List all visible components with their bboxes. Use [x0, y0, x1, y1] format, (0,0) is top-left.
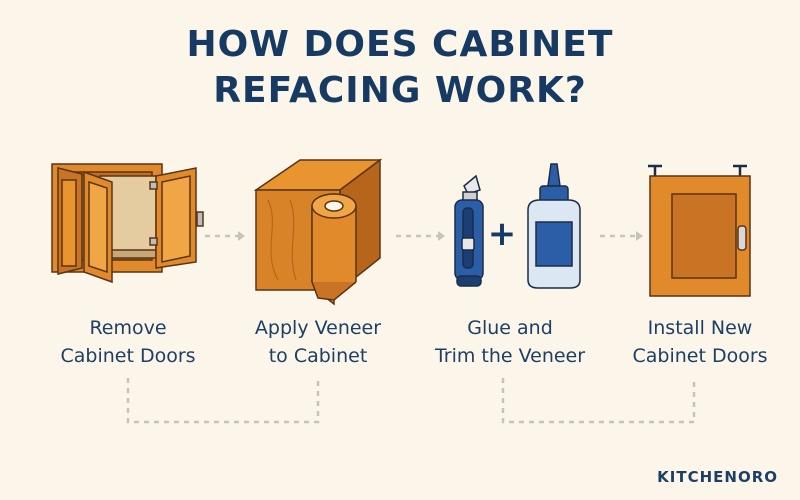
- step-3-line-1: Glue and: [467, 317, 553, 339]
- arrow-heads: [238, 231, 643, 241]
- glue-bottle-icon: [527, 163, 581, 289]
- step-4-line-1: Install New: [647, 317, 753, 339]
- title-line-2: REFACING WORK?: [213, 70, 587, 111]
- open-cabinet-icon: [51, 163, 204, 284]
- veneer-roll-icon: [253, 158, 383, 306]
- new-cabinet-door-icon: [648, 164, 751, 297]
- step-2-line-2: to Cabinet: [268, 345, 368, 367]
- title-line-1: HOW DOES CABINET: [186, 24, 614, 65]
- step-1-line-2: Cabinet Doors: [60, 345, 196, 367]
- loop-connector-right: [501, 378, 696, 424]
- step-4-line-2: Cabinet Doors: [632, 345, 768, 367]
- step-1-line-1: Remove: [89, 317, 167, 339]
- utility-knife-icon: [454, 174, 484, 287]
- step-label-apply-veneer: Apply Veneer to Cabinet: [218, 314, 418, 370]
- connector-arrows: [126, 234, 696, 424]
- step-label-remove-doors: Remove Cabinet Doors: [28, 314, 228, 370]
- page-title: HOW DOES CABINET REFACING WORK?: [0, 22, 800, 114]
- step-label-glue-trim: Glue and Trim the Veneer: [410, 314, 610, 370]
- brand-logo: KITCHENORO: [657, 468, 778, 486]
- loop-connector-left: [126, 378, 320, 424]
- plus-sign: +: [488, 214, 517, 254]
- step-3-line-2: Trim the Veneer: [434, 345, 586, 367]
- step-label-install-doors: Install New Cabinet Doors: [600, 314, 800, 370]
- step-2-line-1: Apply Veneer: [254, 317, 382, 339]
